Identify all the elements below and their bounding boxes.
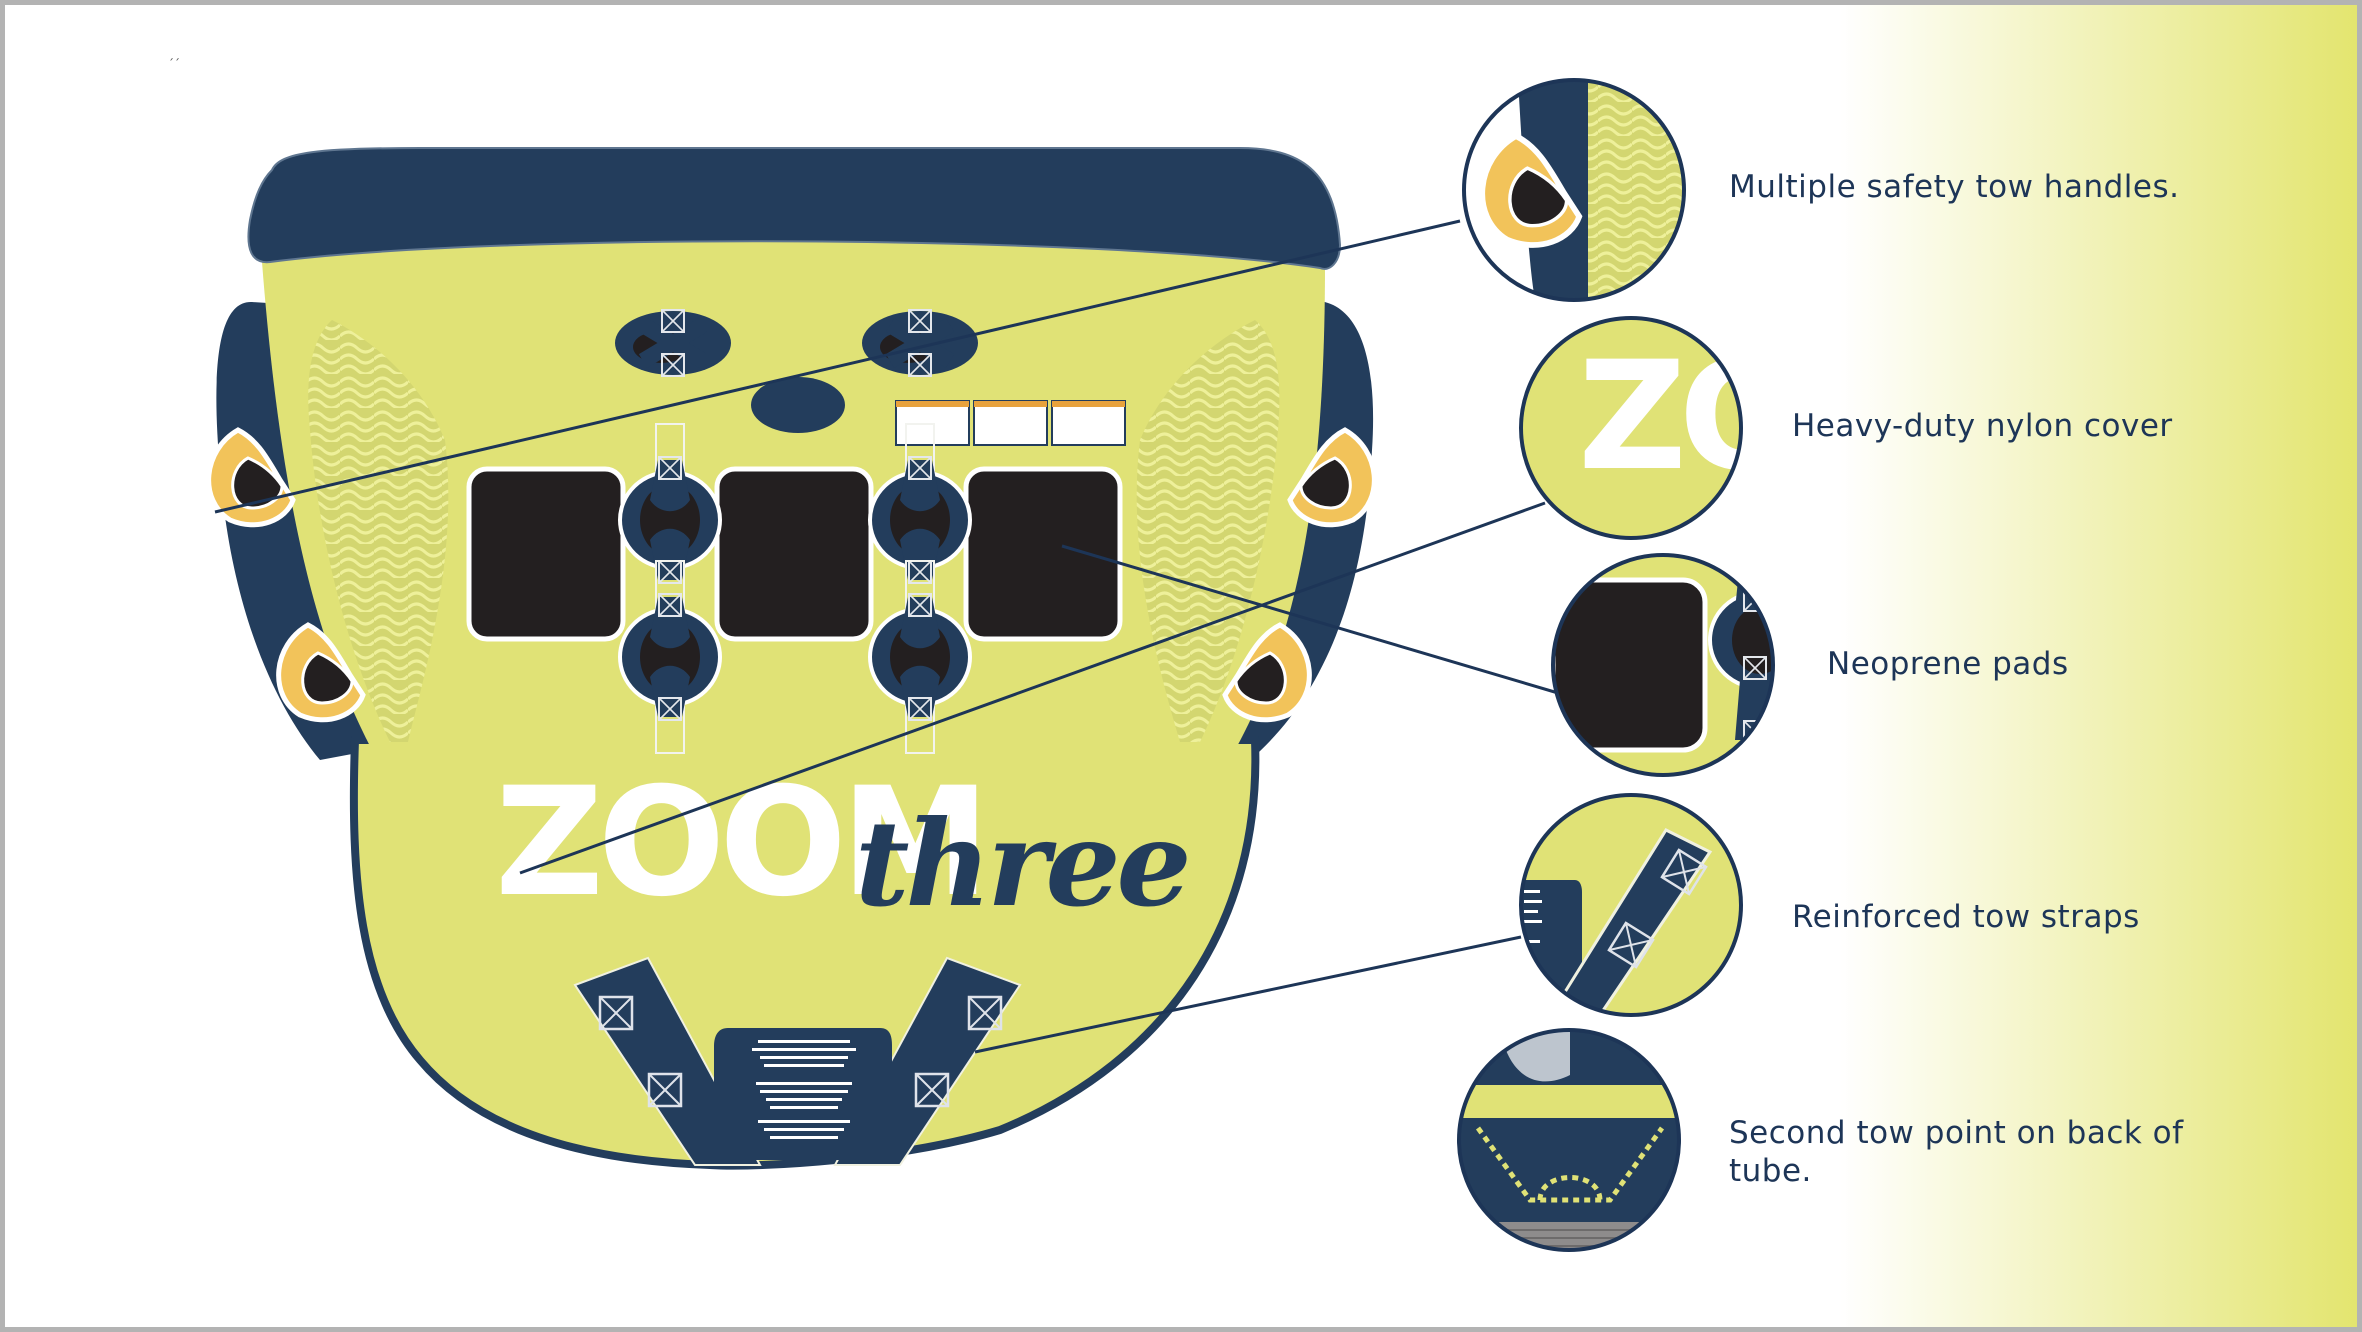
left-wave-panel <box>308 320 449 742</box>
gradient-background <box>1840 5 2357 1327</box>
detail-circle-tow-straps <box>1519 793 1743 1017</box>
front-bolster <box>247 147 1342 270</box>
detail-cover-letters: ZO <box>1578 330 1799 504</box>
towable-tube-illustration: ZOOM three <box>209 147 1375 1170</box>
warning-labels <box>895 400 1126 446</box>
callout-lines <box>214 219 1559 1054</box>
feature-label-neoprene-pads: Neoprene pads <box>1827 646 2069 682</box>
neoprene-pad-center <box>714 466 874 642</box>
valve-oval <box>751 377 845 433</box>
feature-label-tow-handles: Multiple safety tow handles. <box>1729 169 2180 205</box>
callout-line-neoprene-pads <box>1061 544 1559 695</box>
neoprene-pad-right <box>963 466 1123 642</box>
detail-circle-nylon-cover: ZO <box>1519 316 1799 540</box>
detail-circle-neoprene-pads <box>1551 553 1775 777</box>
callout-line-nylon-cover <box>519 501 1546 875</box>
feature-label-second-tow-point: Second tow point on back of tube. <box>1729 1115 2184 1189</box>
brand-script-word: three <box>855 794 1188 933</box>
stray-mark: ´´ <box>168 57 180 71</box>
rear-tow-straps <box>573 956 1022 1166</box>
neoprene-pad-left <box>466 466 626 642</box>
callout-line-tow-straps <box>974 935 1522 1054</box>
detail-circle-second-tow-point <box>1457 1028 1681 1252</box>
brand-word: ZOOM <box>495 756 984 930</box>
feature-label-tow-straps: Reinforced tow straps <box>1792 899 2140 935</box>
feature-label-nylon-cover: Heavy-duty nylon cover <box>1792 408 2173 444</box>
detail-circle-tow-handles <box>1462 78 1686 302</box>
callout-line-tow-handles <box>214 219 1461 514</box>
